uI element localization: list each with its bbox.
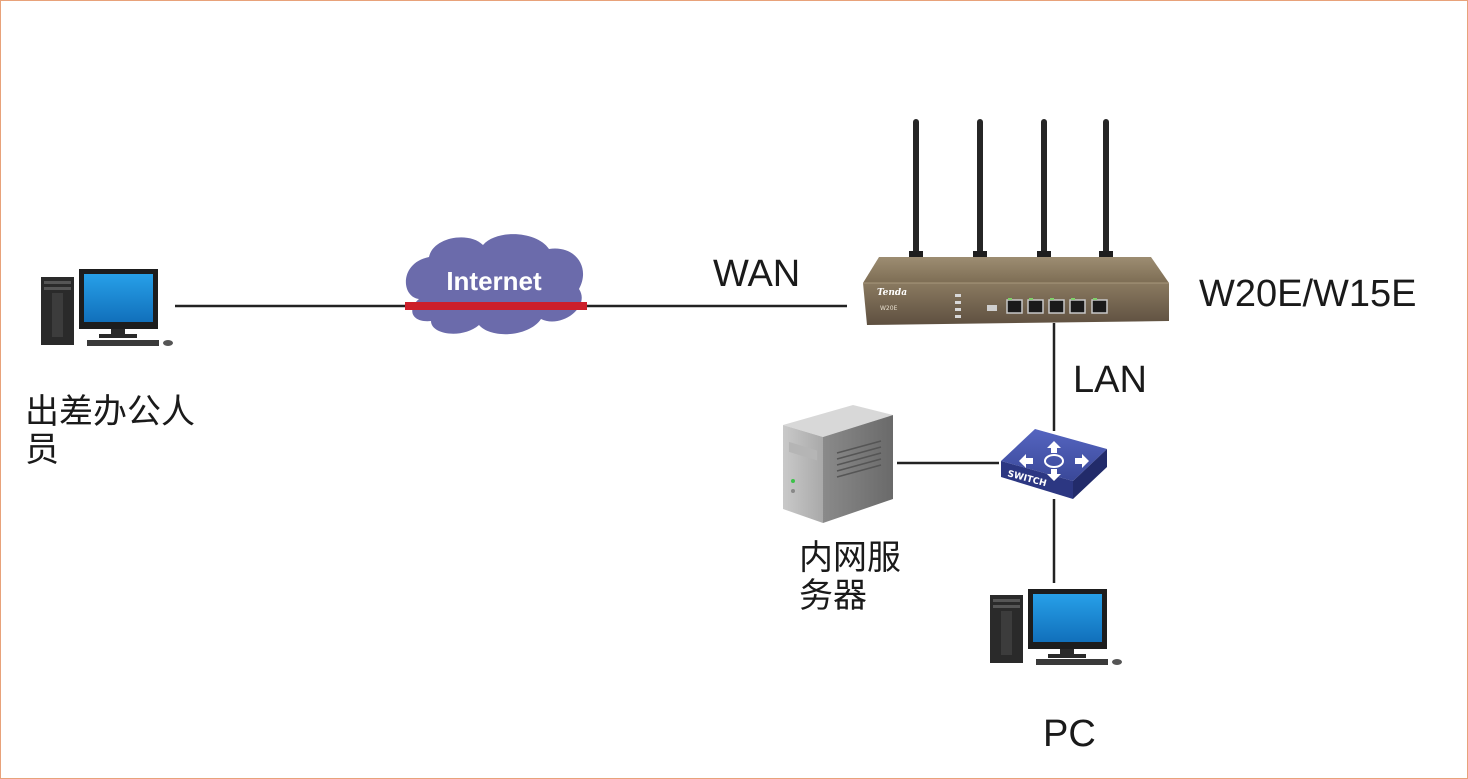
switch-icon: SWITCH xyxy=(1001,429,1107,499)
remote-worker-label-line2: 员 xyxy=(25,431,59,469)
lan-label: LAN xyxy=(1073,359,1147,401)
cloud-icon xyxy=(405,234,587,335)
pc-label: PC xyxy=(1043,713,1096,755)
cloud-accent-bar xyxy=(405,302,587,310)
remote-worker-label-line1: 出差办公人 xyxy=(25,393,195,431)
router-model-text: W20E xyxy=(880,305,898,312)
internet-label: Internet xyxy=(446,266,542,296)
desktop-pc-icon xyxy=(41,269,173,346)
wan-label: WAN xyxy=(713,253,801,295)
router-icon: Tenda W20E xyxy=(863,119,1169,325)
router-brand-text: Tenda xyxy=(877,288,907,298)
desktop-pc-icon xyxy=(990,589,1122,665)
server-label: 内网服 务器 xyxy=(799,539,939,615)
link-lines xyxy=(175,304,1056,583)
server-label-line2: 务器 xyxy=(799,577,867,615)
remote-worker-label: 出差办公人 员 xyxy=(25,393,225,469)
router-model-label: W20E/W15E xyxy=(1199,273,1417,315)
server-label-line1: 内网服 xyxy=(799,539,901,577)
server-tower-icon xyxy=(783,405,893,523)
